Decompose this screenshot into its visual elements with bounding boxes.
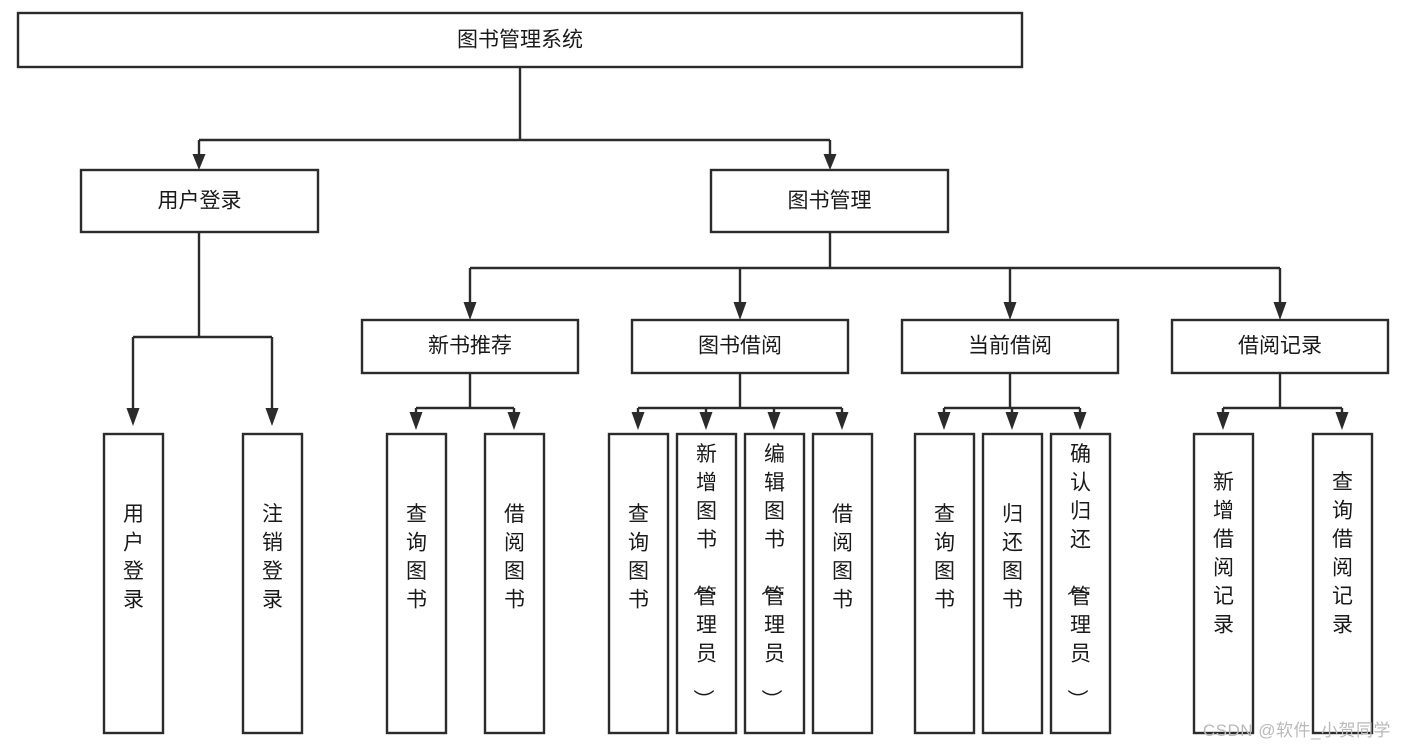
node-leaf-record-add-label: 新增借阅记录 [1213,471,1234,637]
node-leaf-borrow-query-label: 查询图书 [628,503,649,612]
node-leaf-rec-borrow-box[interactable] [483,432,546,735]
connector-layer [126,67,1349,430]
arrowhead-book-manage [823,154,837,170]
node-borrow-record-box[interactable] [1170,318,1390,375]
node-root[interactable]: 图书管理系统 [16,11,1024,69]
node-current-borrow-box[interactable] [900,318,1120,375]
arrowhead-leaf-rec-borrow [507,412,521,430]
node-leaf-current-confirm-box[interactable] [1049,432,1112,735]
node-book-borrow-box[interactable] [630,318,850,375]
node-leaf-record-add[interactable]: 新增借阅记录 [1192,432,1255,735]
arrowhead-leaf-record-add [1216,412,1230,430]
node-leaf-borrow-edit-label: 编辑图书（管理员） [759,443,785,710]
arrowhead-leaf-borrow-edit [767,412,781,430]
node-leaf-borrow-lend[interactable]: 借阅图书 [811,432,874,735]
node-leaf-borrow-add[interactable]: 新增图书（管理员） [675,432,738,735]
node-book-manage-box[interactable] [709,168,950,234]
node-user-login[interactable]: 用户登录 [79,168,320,234]
node-book-manage-label: 图书管理 [788,190,872,213]
node-leaf-record-add-box[interactable] [1192,432,1255,735]
arrowhead-leaf-current-query [937,412,951,430]
node-leaf-borrow-edit-box[interactable] [743,432,806,735]
node-leaf-current-confirm[interactable]: 确认归还（管理员） [1049,432,1112,735]
arrowhead-leaf-rec-query [409,412,423,430]
arrowhead-user-login [192,154,206,170]
node-leaf-current-query-box[interactable] [913,432,976,735]
node-book-manage[interactable]: 图书管理 [709,168,950,234]
node-leaf-user-login-label: 用户登录 [123,503,144,612]
node-leaf-borrow-edit[interactable]: 编辑图书（管理员） [743,432,806,735]
arrowhead-leaf-user-login [126,408,140,426]
node-leaf-rec-query-label: 查询图书 [406,503,427,612]
node-leaf-current-return-label: 归还图书 [1002,503,1023,612]
node-leaf-user-login[interactable]: 用户登录 [102,432,165,735]
arrowhead-leaf-borrow-query [631,412,645,430]
node-borrow-record-label: 借阅记录 [1238,335,1322,358]
arrowhead-book-borrow [733,302,747,320]
node-leaf-current-confirm-label: 确认归还（管理员） [1065,443,1091,710]
arrowhead-leaf-borrow-lend [835,412,849,430]
node-leaf-rec-borrow[interactable]: 借阅图书 [483,432,546,735]
node-leaf-rec-query[interactable]: 查询图书 [385,432,448,735]
node-leaf-rec-borrow-label: 借阅图书 [504,503,525,612]
node-book-borrow-label: 图书借阅 [698,335,782,358]
node-root-box[interactable] [16,11,1024,69]
node-leaf-borrow-lend-box[interactable] [811,432,874,735]
node-user-login-box[interactable] [79,168,320,234]
csdn-watermark: CSDN @软件_小贺同学 [1202,721,1391,740]
node-leaf-borrow-query[interactable]: 查询图书 [607,432,670,735]
node-leaf-user-logout[interactable]: 注销登录 [241,432,304,735]
node-leaf-user-login-box[interactable] [102,432,165,735]
node-leaf-borrow-query-box[interactable] [607,432,670,735]
node-new-book-rec-box[interactable] [360,318,580,375]
node-user-login-label: 用户登录 [158,190,242,213]
node-leaf-record-query[interactable]: 查询借阅记录 [1311,432,1374,735]
node-leaf-current-query[interactable]: 查询图书 [913,432,976,735]
node-leaf-borrow-add-label: 新增图书（管理员） [691,443,717,710]
node-book-borrow[interactable]: 图书借阅 [630,318,850,375]
node-new-book-rec-label: 新书推荐 [428,335,512,358]
arrowhead-leaf-user-logout [265,408,279,426]
node-borrow-record[interactable]: 借阅记录 [1170,318,1390,375]
node-current-borrow-label: 当前借阅 [968,335,1052,358]
node-current-borrow[interactable]: 当前借阅 [900,318,1120,375]
node-root-label: 图书管理系统 [457,29,583,52]
arrowhead-borrow-record [1273,302,1287,320]
arrowhead-leaf-borrow-add [699,412,713,430]
node-leaf-user-logout-label: 注销登录 [262,503,283,612]
node-new-book-rec[interactable]: 新书推荐 [360,318,580,375]
arrowhead-new-book-rec [463,302,477,320]
arrowhead-leaf-current-confirm [1073,412,1087,430]
node-leaf-current-query-label: 查询图书 [934,503,955,612]
arrowhead-leaf-record-query [1335,412,1349,430]
node-leaf-record-query-label: 查询借阅记录 [1332,471,1353,637]
arrowhead-leaf-current-return [1005,412,1019,430]
node-leaf-current-return-box[interactable] [981,432,1044,735]
node-leaf-record-query-box[interactable] [1311,432,1374,735]
node-leaf-current-return[interactable]: 归还图书 [981,432,1044,735]
node-leaf-user-logout-box[interactable] [241,432,304,735]
arrowhead-current-borrow [1003,302,1017,320]
node-leaf-borrow-lend-label: 借阅图书 [832,503,853,612]
node-leaf-borrow-add-box[interactable] [675,432,738,735]
node-leaf-rec-query-box[interactable] [385,432,448,735]
